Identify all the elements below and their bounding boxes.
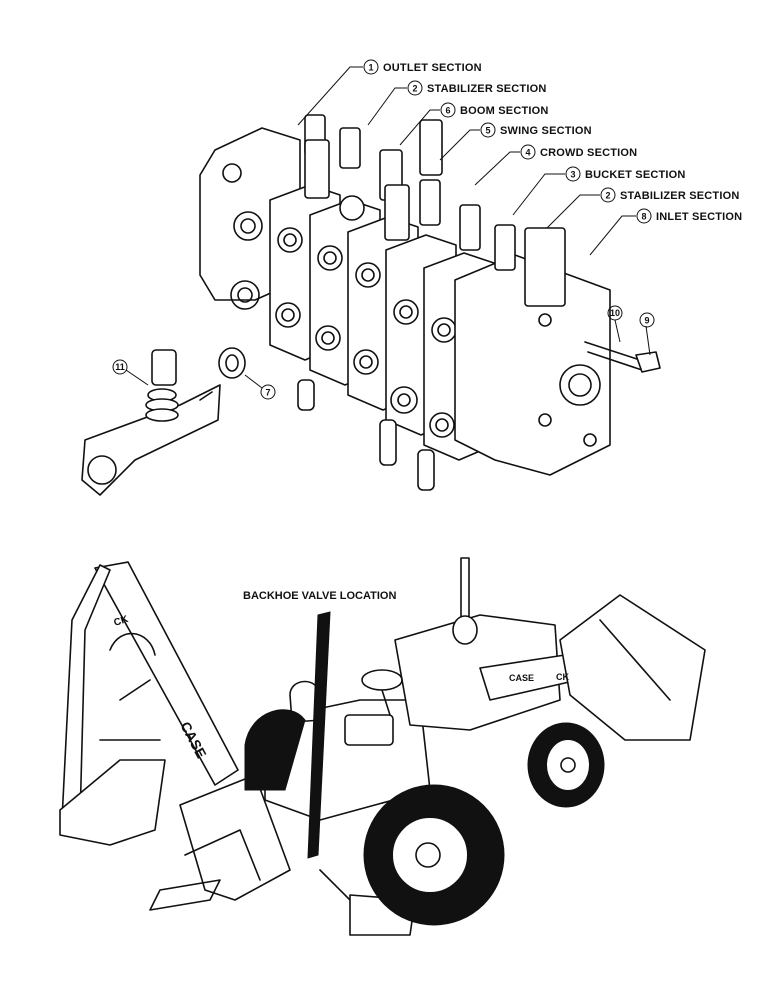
part-number-11: 11 [112, 359, 128, 375]
callout-3: 3 BUCKET SECTION [565, 166, 686, 182]
part-number-10: 10 [607, 305, 623, 321]
svg-text:11: 11 [115, 362, 125, 372]
callout-8: 8 INLET SECTION [636, 208, 742, 224]
callout-5: 5 SWING SECTION [480, 122, 592, 138]
callout-number: 2 [605, 191, 610, 201]
svg-text:7: 7 [265, 388, 270, 398]
backhoe-valve-location-label: BACKHOE VALVE LOCATION [243, 590, 396, 602]
callout-6: 6 BOOM SECTION [440, 102, 549, 118]
callout-label-crowd-section: CROWD SECTION [540, 147, 637, 159]
callout-number: 5 [485, 126, 490, 136]
callout-label-bucket-section: BUCKET SECTION [585, 169, 686, 181]
callout-leaders [125, 66, 651, 389]
callout-number: 4 [525, 148, 530, 158]
part-number-7: 7 [260, 384, 276, 400]
callout-2-bottom: 2 STABILIZER SECTION [600, 187, 740, 203]
part-number-9: 9 [639, 312, 655, 328]
control-valve-assembly [81, 114, 661, 496]
svg-text:10: 10 [610, 308, 620, 318]
callout-1: 1 OUTLET SECTION [363, 59, 482, 75]
callout-label-stabilizer-section: STABILIZER SECTION [427, 83, 547, 95]
callout-number: 3 [570, 170, 575, 180]
callout-label-inlet-section: INLET SECTION [656, 211, 742, 223]
callout-label-outlet-section: OUTLET SECTION [383, 62, 482, 74]
callout-label-swing-section: SWING SECTION [500, 125, 592, 137]
callout-label-stabilizer-section: STABILIZER SECTION [620, 190, 740, 202]
callout-number: 2 [412, 84, 417, 94]
brand-case-loader: CASE [509, 673, 534, 683]
callout-4: 4 CROWD SECTION [520, 144, 637, 160]
callout-number: 1 [368, 63, 373, 73]
callout-number: 8 [641, 212, 646, 222]
brand-ck-loader: CK [556, 672, 569, 682]
tractor-backhoe-illustration [59, 557, 706, 936]
callout-number: 6 [445, 106, 450, 116]
svg-text:9: 9 [644, 316, 649, 326]
callout-label-boom-section: BOOM SECTION [460, 105, 549, 117]
brand-ck-boom: CK [113, 614, 131, 629]
callout-2-top: 2 STABILIZER SECTION [407, 80, 547, 96]
